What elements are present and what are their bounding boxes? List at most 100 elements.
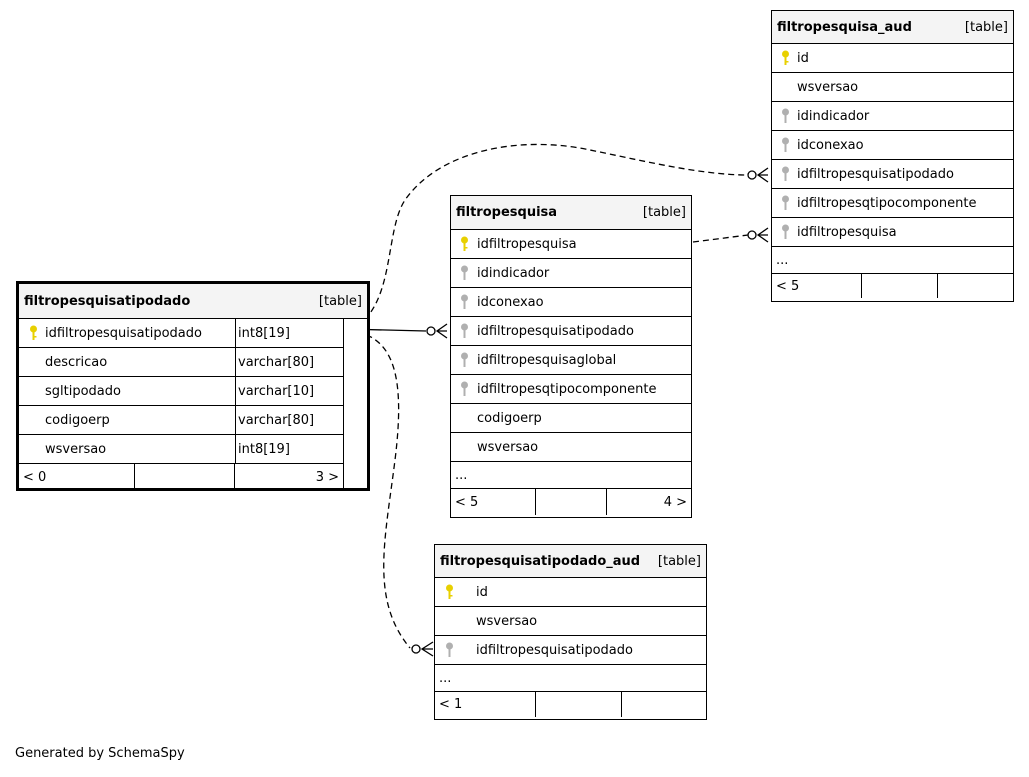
column-row: idfiltropesqtipocomponente	[451, 375, 691, 404]
column-row: idconexao	[772, 131, 1013, 160]
children-count[interactable]: 3 >	[315, 469, 339, 485]
ellipsis: ...	[776, 252, 789, 268]
column-name: codigoerp	[477, 410, 542, 426]
column-type: varchar[80]	[235, 406, 344, 434]
table-footer: < 5 4 >	[451, 489, 691, 515]
column-name: id	[476, 584, 488, 600]
primary-key-icon	[30, 325, 37, 340]
column-name: descricao	[45, 354, 108, 370]
more-columns: ...	[451, 462, 691, 489]
column-row: id	[772, 44, 1013, 73]
column-name: idconexao	[477, 294, 544, 310]
table-footer: < 5	[772, 274, 1013, 298]
foreign-key-icon	[782, 195, 789, 210]
table-filtropesquisatipodado-aud[interactable]: filtropesquisatipodado_aud [table] id ws…	[434, 544, 707, 720]
column-name: idfiltropesquisatipodado	[797, 166, 954, 182]
column-name: idfiltropesqtipocomponente	[477, 381, 657, 397]
column-type: varchar[80]	[235, 348, 344, 376]
crowfoot-circle-fp	[426, 326, 436, 336]
column-row: codigoerp	[451, 404, 691, 433]
column-name: wsversao	[477, 439, 539, 455]
column-row: idfiltropesquisa	[451, 230, 691, 259]
footer-spacer	[536, 489, 607, 515]
column-row: idfiltropesquisaglobal	[451, 346, 691, 375]
column-name: idfiltropesquisatipodado	[477, 323, 634, 339]
foreign-key-icon	[461, 265, 468, 280]
primary-key-icon	[446, 584, 453, 599]
table-header: filtropesquisa_aud [table]	[772, 11, 1013, 44]
crowfoot-circle-fpa1	[747, 170, 757, 180]
column-row: wsversao int8[19]	[19, 435, 343, 464]
table-name: filtropesquisatipodado	[24, 293, 191, 309]
column-row: idfiltropesquisa	[772, 218, 1013, 247]
table-type: [table]	[964, 19, 1008, 35]
children-count[interactable]	[622, 692, 706, 717]
primary-key-icon	[461, 236, 468, 251]
more-columns: ...	[772, 247, 1013, 274]
column-name: idindicador	[477, 265, 550, 281]
foreign-key-icon	[782, 166, 789, 181]
crowfoot-circle-ftpta	[411, 644, 421, 654]
crowfoot-fp	[435, 323, 448, 339]
column-row: id	[435, 578, 706, 607]
children-count[interactable]	[938, 274, 1013, 298]
column-row: idindicador	[451, 259, 691, 288]
column-name: idfiltropesqtipocomponente	[797, 195, 977, 211]
foreign-key-icon	[461, 323, 468, 338]
column-name: wsversao	[797, 79, 859, 95]
table-header: filtropesquisa [table]	[451, 196, 691, 230]
generated-by-label: Generated by SchemaSpy	[15, 746, 185, 761]
column-name: wsversao	[476, 613, 538, 629]
column-type: int8[19]	[235, 435, 344, 463]
foreign-key-icon	[461, 352, 468, 367]
column-name: idindicador	[797, 108, 870, 124]
column-row: idfiltropesquisatipodado	[772, 160, 1013, 189]
foreign-key-icon	[461, 381, 468, 396]
table-filtropesquisa-aud[interactable]: filtropesquisa_aud [table] id wsversao i…	[771, 10, 1014, 302]
table-type: [table]	[642, 205, 686, 220]
children-count[interactable]: 4 >	[663, 494, 687, 510]
table-name: filtropesquisatipodado_aud	[440, 553, 641, 569]
table-footer: < 1	[435, 692, 706, 717]
crowfoot-fpa2	[756, 227, 769, 243]
rel-ftpt-ftpta	[356, 331, 411, 649]
column-name: idconexao	[797, 137, 864, 153]
footer-spacer	[135, 464, 236, 490]
column-name: id	[797, 50, 809, 66]
table-footer: < 0 3 >	[19, 464, 343, 490]
column-row: idfiltropesqtipocomponente	[772, 189, 1013, 218]
column-row: codigoerp varchar[80]	[19, 406, 343, 435]
crowfoot-circle-fpa2	[747, 230, 757, 240]
table-type: [table]	[657, 553, 701, 569]
column-row: idfiltropesquisatipodado int8[19]	[19, 319, 343, 348]
column-name: codigoerp	[45, 412, 110, 428]
column-row: idindicador	[772, 102, 1013, 131]
parents-count[interactable]: < 5	[772, 274, 862, 298]
foreign-key-icon	[782, 224, 789, 239]
table-filtropesquisa[interactable]: filtropesquisa [table] idfiltropesquisa …	[450, 195, 692, 518]
ellipsis: ...	[455, 467, 468, 483]
table-filtropesquisatipodado[interactable]: filtropesquisatipodado [table] idfiltrop…	[16, 281, 370, 491]
more-columns: ...	[435, 665, 706, 692]
column-row: descricao varchar[80]	[19, 348, 343, 377]
parents-count[interactable]: < 0	[19, 464, 135, 490]
column-row: sgltipodado varchar[10]	[19, 377, 343, 406]
column-name: idfiltropesquisa	[477, 236, 577, 252]
column-row: idfiltropesquisatipodado	[435, 636, 706, 665]
table-name: filtropesquisa	[456, 205, 558, 220]
column-type: varchar[10]	[235, 377, 344, 405]
footer-spacer	[862, 274, 938, 298]
column-name: idfiltropesquisaglobal	[477, 352, 617, 368]
table-header: filtropesquisatipodado [table]	[19, 284, 367, 319]
column-name: idfiltropesquisatipodado	[45, 325, 202, 341]
rel-ftpt-fpa	[356, 143, 749, 327]
rel-fp-fpa	[692, 234, 749, 243]
primary-key-icon	[782, 50, 789, 65]
column-row: wsversao	[772, 73, 1013, 102]
parents-count[interactable]: < 1	[435, 692, 536, 717]
column-type: int8[19]	[235, 319, 344, 347]
parents-count[interactable]: < 5	[451, 489, 536, 515]
column-name: idfiltropesquisatipodado	[476, 642, 633, 658]
foreign-key-icon	[461, 294, 468, 309]
